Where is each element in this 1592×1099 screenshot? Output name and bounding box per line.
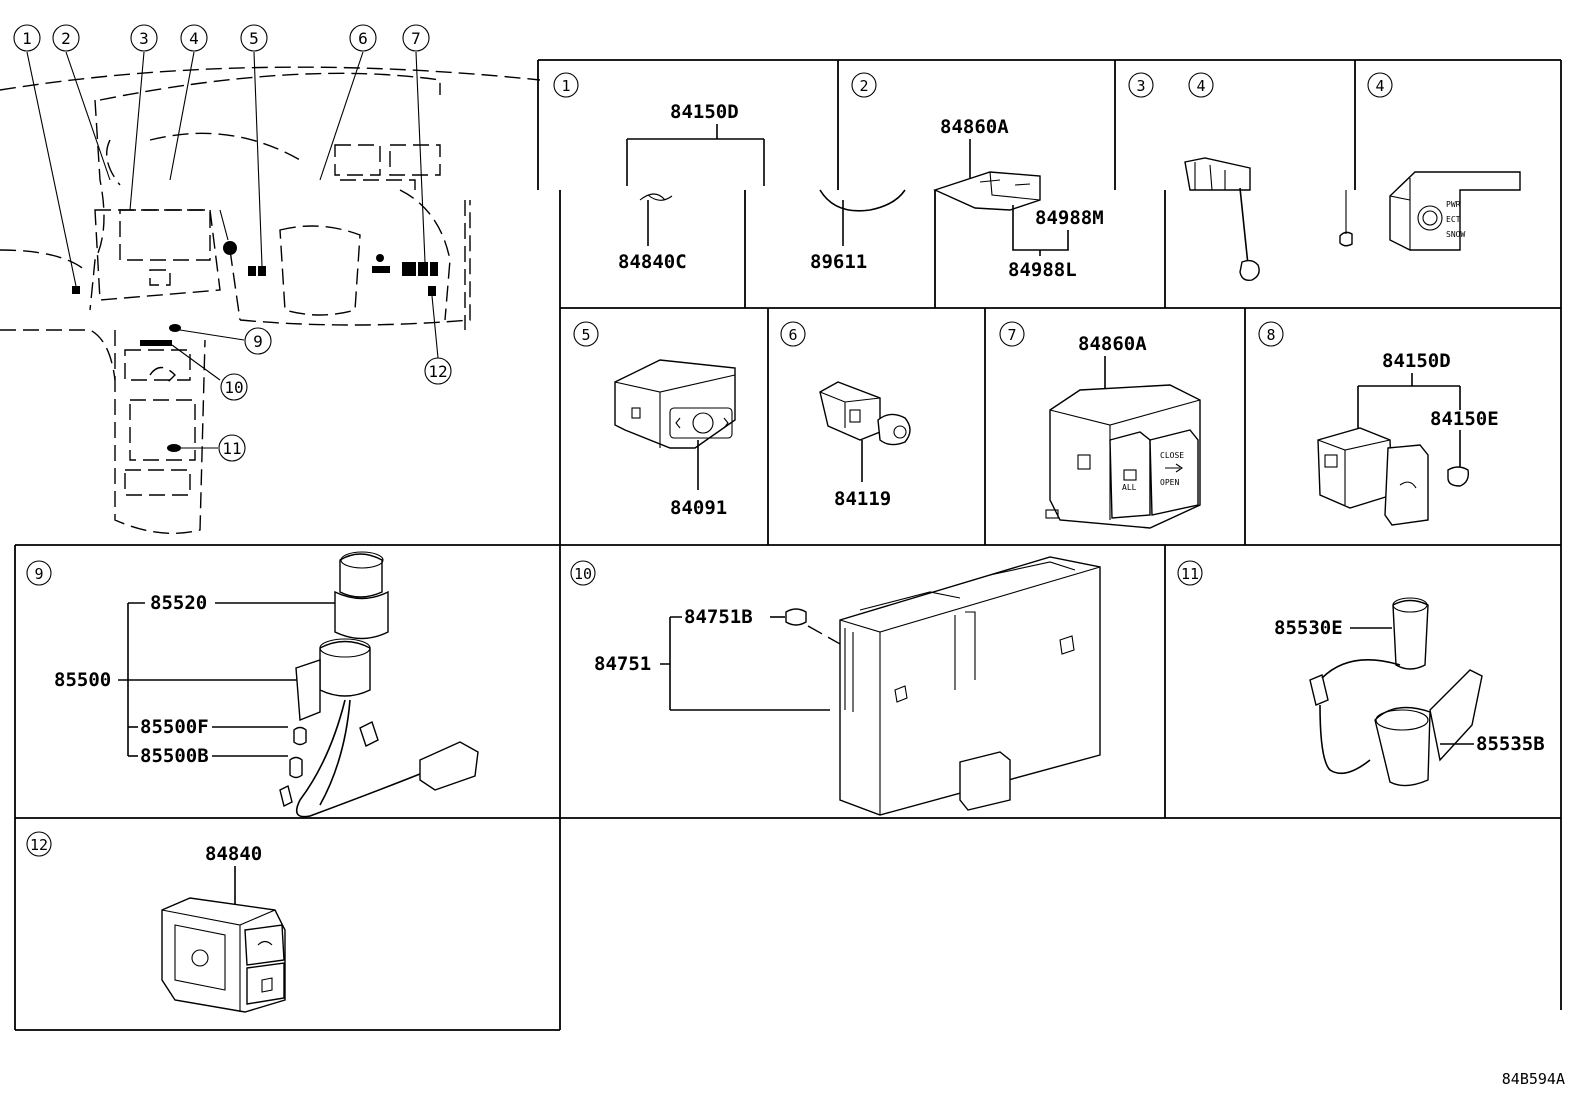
overview-callout-11[interactable]: 11	[218, 434, 246, 462]
panel-10-number: 10	[570, 560, 596, 586]
overview-callout-2[interactable]: 2	[52, 24, 80, 52]
svg-text:9: 9	[253, 332, 263, 351]
panel-1: 1 84150D 84840C	[553, 72, 765, 273]
part-84150D-p8[interactable]: 84150D	[1382, 350, 1451, 372]
svg-text:11: 11	[1181, 565, 1199, 583]
part-84840C[interactable]: 84840C	[618, 251, 687, 273]
panel-5: 5 84091	[573, 321, 736, 519]
panel-9: 9 85520 85500 85500F 85500B	[26, 551, 479, 818]
overview-callout-1[interactable]: 1	[13, 24, 41, 52]
panel-2: 2 89611	[810, 72, 906, 273]
part-85500F[interactable]: 85500F	[140, 716, 209, 738]
panel-6-number: 6	[780, 321, 806, 347]
panel-9-number: 9	[26, 560, 52, 586]
part-84150E[interactable]: 84150E	[1430, 408, 1499, 430]
part-84988M[interactable]: 84988M	[1035, 207, 1104, 229]
svg-text:3: 3	[1136, 77, 1145, 95]
svg-text:4: 4	[1375, 77, 1384, 95]
panel-7: 7 84860A CLOSE OPEN ALL	[999, 321, 1201, 529]
svg-text:11: 11	[222, 439, 241, 458]
part-84988L[interactable]: 84988L	[1008, 259, 1077, 281]
part-85520[interactable]: 85520	[150, 592, 207, 614]
svg-text:4: 4	[1196, 77, 1205, 95]
part-85500[interactable]: 85500	[54, 669, 111, 691]
svg-text:ECT: ECT	[1446, 215, 1461, 224]
svg-text:1: 1	[561, 77, 570, 95]
part-84751B[interactable]: 84751B	[684, 606, 753, 628]
part-84860A-p7[interactable]: 84860A	[1078, 333, 1147, 355]
part-85500B[interactable]: 85500B	[140, 745, 209, 767]
panel-11-number: 11	[1177, 560, 1203, 586]
panel-12-number: 12	[26, 831, 52, 857]
svg-text:2: 2	[61, 29, 71, 48]
diagram-reference-code: 84B594A	[1502, 1070, 1565, 1088]
svg-text:10: 10	[224, 378, 243, 397]
panel-7-number: 7	[999, 321, 1025, 347]
svg-text:3: 3	[139, 29, 149, 48]
panel-3-number: 3	[1128, 72, 1154, 98]
panel-11: 11 85530E 85535B	[1177, 560, 1545, 787]
panel-4b-number: 4	[1367, 72, 1393, 98]
panel-8-number: 8	[1258, 321, 1284, 347]
panel-10: 10 84751B 84751	[570, 556, 1101, 816]
svg-text:6: 6	[358, 29, 368, 48]
svg-text:8: 8	[1266, 326, 1275, 344]
part-85530E[interactable]: 85530E	[1274, 617, 1343, 639]
panel-grid	[14, 59, 1562, 1031]
svg-text:9: 9	[34, 565, 43, 583]
panel-12: 12 84840	[26, 831, 286, 1013]
panel-2-number: 2	[851, 72, 877, 98]
panel-5-number: 5	[573, 321, 599, 347]
overview-callout-12[interactable]: 12	[424, 357, 452, 385]
overview-callout-4[interactable]: 4	[180, 24, 208, 52]
part-84150D-p1[interactable]: 84150D	[670, 101, 739, 123]
svg-text:7: 7	[1007, 326, 1016, 344]
svg-text:SNOW: SNOW	[1446, 230, 1465, 239]
panel-8: 8 84150D 84150E	[1258, 321, 1499, 526]
svg-text:10: 10	[574, 565, 592, 583]
svg-text:5: 5	[581, 326, 590, 344]
svg-text:2: 2	[859, 77, 868, 95]
part-84860A-p3[interactable]: 84860A	[940, 116, 1009, 138]
part-84091[interactable]: 84091	[670, 497, 727, 519]
dashboard-overview: 1 2 3 4 5 6 7 9 10 11 12	[0, 24, 541, 534]
panel-4-number: 4	[1188, 72, 1214, 98]
svg-text:4: 4	[189, 29, 199, 48]
part-89611[interactable]: 89611	[810, 251, 867, 273]
overview-callout-6[interactable]: 6	[349, 24, 377, 52]
overview-callout-5[interactable]: 5	[240, 24, 268, 52]
overview-callout-10[interactable]: 10	[220, 373, 248, 401]
overview-callout-9[interactable]: 9	[244, 327, 272, 355]
part-84751[interactable]: 84751	[594, 653, 651, 675]
overview-callout-3[interactable]: 3	[130, 24, 158, 52]
part-84840[interactable]: 84840	[205, 843, 262, 865]
part-84119[interactable]: 84119	[834, 488, 891, 510]
svg-text:7: 7	[411, 29, 421, 48]
svg-text:ALL: ALL	[1122, 483, 1137, 492]
overview-callout-7[interactable]: 7	[402, 24, 430, 52]
panel-3: 3 84860A 84988M 84988L	[933, 72, 1154, 281]
svg-text:12: 12	[30, 836, 48, 854]
svg-text:OPEN: OPEN	[1160, 478, 1179, 487]
svg-text:1: 1	[22, 29, 32, 48]
svg-text:5: 5	[249, 29, 259, 48]
svg-text:CLOSE: CLOSE	[1160, 451, 1184, 460]
part-85535B[interactable]: 85535B	[1476, 733, 1545, 755]
svg-text:PWR: PWR	[1446, 200, 1461, 209]
panel-4b: 4 PWR ECT SNOW	[1339, 72, 1521, 251]
panel-6: 6 84119	[780, 321, 911, 510]
svg-text:12: 12	[428, 362, 447, 381]
panel-4: 4	[1184, 72, 1260, 282]
svg-text:6: 6	[788, 326, 797, 344]
panel-1-number: 1	[553, 72, 579, 98]
